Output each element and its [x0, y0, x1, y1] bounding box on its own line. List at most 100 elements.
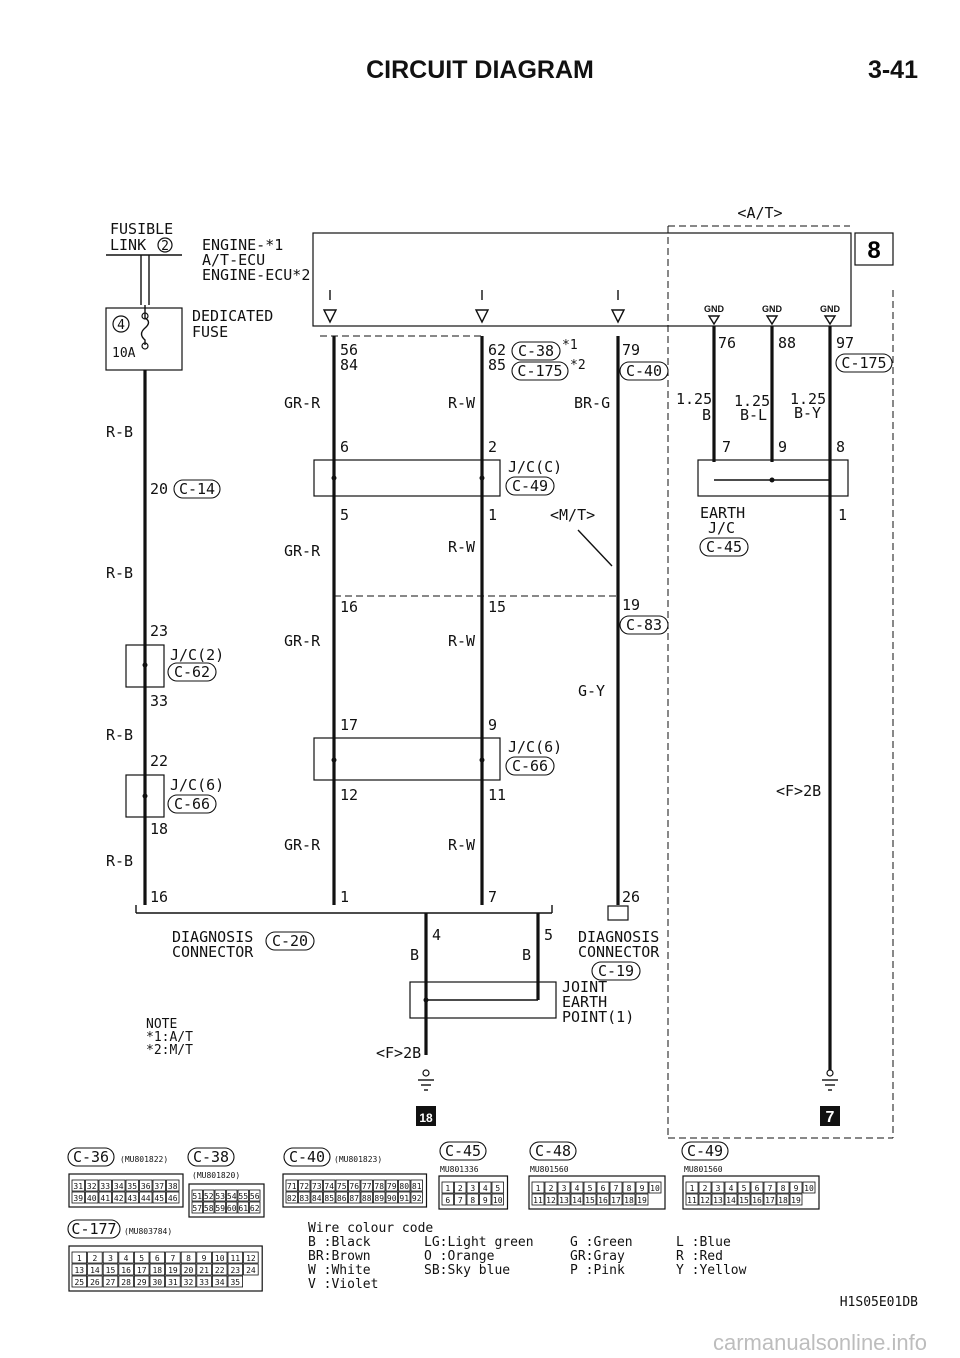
- svg-text:9: 9: [488, 716, 497, 734]
- connector-pin-cell: [298, 1179, 311, 1192]
- svg-text:16: 16: [150, 888, 168, 906]
- svg-text:C-49: C-49: [687, 1142, 723, 1160]
- svg-text:B: B: [410, 946, 419, 964]
- svg-text:2: 2: [488, 438, 497, 456]
- svg-text:1: 1: [488, 506, 497, 524]
- connector-pin-cell: [87, 1251, 103, 1264]
- connector-pin-cell: [570, 1193, 584, 1206]
- svg-text:C-36: C-36: [73, 1148, 109, 1166]
- connector-pin-label: 2: [703, 1184, 708, 1193]
- svg-text:FUSIBLE: FUSIBLE: [110, 220, 173, 238]
- svg-text:20: 20: [150, 480, 168, 498]
- connector-pin-label: 30: [152, 1278, 162, 1287]
- svg-text:(MU801822): (MU801822): [120, 1155, 168, 1164]
- svg-text:R-B: R-B: [106, 852, 133, 870]
- svg-text:C-175: C-175: [841, 354, 886, 372]
- connector-pin-label: 2: [549, 1184, 554, 1193]
- ground-symbol-right: [822, 1069, 838, 1091]
- connector-pin-label: 1: [690, 1184, 695, 1193]
- connector-pin-cell: [133, 1251, 150, 1264]
- svg-text:GND: GND: [704, 304, 725, 314]
- connector-pin-label: 17: [611, 1196, 621, 1205]
- svg-text:79: 79: [622, 341, 640, 359]
- connector-pin-label: 27: [106, 1278, 116, 1287]
- svg-text:C-45: C-45: [445, 1142, 481, 1160]
- svg-text:C-62: C-62: [174, 663, 210, 681]
- connector-pin-cell: [335, 1179, 348, 1192]
- diag-terminal-26: [607, 905, 629, 921]
- connector-pin-cell: [348, 1191, 361, 1204]
- connector-pin-label: 57: [192, 1204, 202, 1213]
- connector-pin-cell: [196, 1251, 212, 1264]
- connector-pin-label: 6: [445, 1196, 450, 1205]
- svg-text:C-83: C-83: [626, 616, 662, 634]
- connector-pin-label: 22: [215, 1266, 225, 1275]
- connector-pin-cell: [750, 1181, 764, 1194]
- svg-text:R-B: R-B: [106, 564, 133, 582]
- connector-pin-label: 61: [238, 1204, 248, 1213]
- connector-pin-cell: [71, 1263, 88, 1276]
- connector-pin-label: 17: [765, 1196, 775, 1205]
- connector-pin-label: 2: [92, 1254, 97, 1263]
- svg-text:85: 85: [488, 356, 506, 374]
- svg-text:R-W: R-W: [448, 632, 476, 650]
- connector-pin-cell: [149, 1251, 166, 1264]
- connector-pin-label: 73: [312, 1182, 322, 1191]
- svg-text:GND: GND: [762, 304, 783, 314]
- svg-text:<M/T>: <M/T>: [550, 506, 595, 524]
- connector-pin-cell: [227, 1263, 244, 1276]
- svg-text:2: 2: [161, 239, 169, 254]
- svg-text:97: 97: [836, 334, 854, 352]
- joint-earth-label: JOINT EARTH POINT(1): [562, 978, 634, 1026]
- connector-pin-label: 33: [199, 1278, 209, 1287]
- connector-pin-label: 6: [755, 1184, 760, 1193]
- svg-text:C-38: C-38: [193, 1148, 229, 1166]
- connector-pin-label: 78: [374, 1182, 384, 1191]
- connector-pin-cell: [227, 1275, 244, 1288]
- connector-pin-label: 5: [588, 1184, 593, 1193]
- connector-pin-label: 79: [387, 1182, 397, 1191]
- connector-pin-label: 17: [137, 1266, 147, 1275]
- ground-symbol-left: [418, 1069, 434, 1091]
- svg-text:C-49: C-49: [512, 477, 548, 495]
- connector-pin-cell: [373, 1191, 386, 1204]
- connector-pin-label: 62: [250, 1204, 260, 1213]
- connector-pin-cell: [166, 1179, 180, 1192]
- connector-pin-label: 21: [199, 1266, 209, 1275]
- connector-pin-label: 88: [362, 1194, 372, 1203]
- connector-pin-label: 92: [412, 1194, 422, 1203]
- connector-pin-label: 45: [154, 1194, 164, 1203]
- svg-text:7: 7: [488, 888, 497, 906]
- connector-pin-cell: [211, 1251, 228, 1264]
- connector-pin-label: 84: [312, 1194, 322, 1203]
- connector-face-section: C-36 (MU801822) C-38 (MU801820) C-40 (MU…: [67, 1141, 820, 1292]
- connector-pin-label: 12: [700, 1196, 710, 1205]
- svg-text:(MU801823): (MU801823): [334, 1155, 382, 1164]
- svg-text:P :Pink: P :Pink: [570, 1263, 625, 1278]
- svg-text:C-38: C-38: [518, 342, 554, 360]
- connector-pin-label: 15: [106, 1266, 116, 1275]
- connector-pin-label: 76: [349, 1182, 359, 1191]
- connector-pin-cell: [570, 1181, 584, 1194]
- svg-text:GR-R: GR-R: [284, 542, 321, 560]
- svg-text:*1: *1: [562, 338, 578, 353]
- connector-pin-label: 4: [483, 1184, 488, 1193]
- connector-pin-cell: [243, 1251, 259, 1264]
- svg-text:(MU801820): (MU801820): [192, 1171, 240, 1180]
- connector-pin-label: 71: [287, 1182, 297, 1191]
- connector-pin-cell: [544, 1181, 558, 1194]
- connector-pin-label: 44: [141, 1194, 151, 1203]
- connector-pin-label: 5: [139, 1254, 144, 1263]
- connector-pin-cell: [454, 1193, 467, 1206]
- svg-text:DIAGNOSIS: DIAGNOSIS: [172, 928, 253, 946]
- engine-ecu-label: ENGINE-*1 A/T-ECU ENGINE-ECU*2: [202, 236, 310, 284]
- connector-pin-label: 4: [124, 1254, 129, 1263]
- svg-text:6: 6: [340, 438, 349, 456]
- connector-pin-cell: [491, 1193, 504, 1206]
- connector-pin-cell: [609, 1181, 623, 1194]
- connector-pin-cell: [398, 1191, 411, 1204]
- watermark: carmanualsonline.info: [713, 1330, 927, 1355]
- svg-text:C-19: C-19: [598, 962, 634, 980]
- connector-pin-cell: [685, 1181, 699, 1194]
